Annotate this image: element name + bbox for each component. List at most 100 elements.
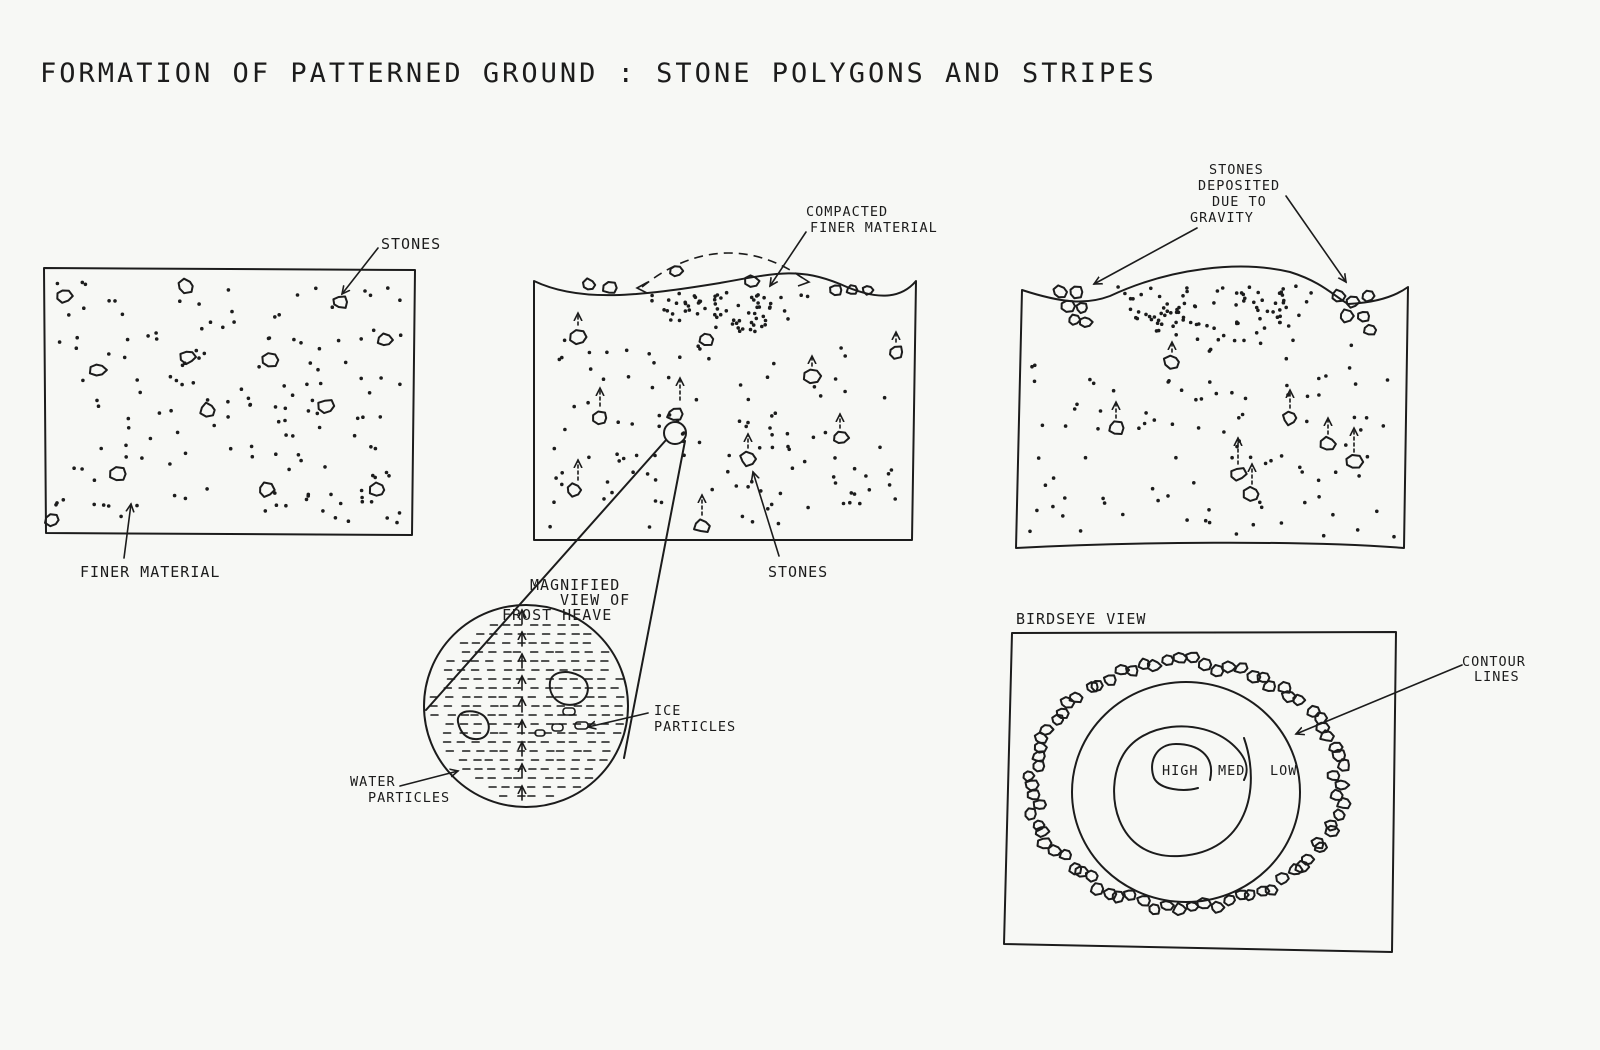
stone-shape xyxy=(88,363,108,377)
stone-shape xyxy=(1264,884,1279,896)
particle-dot xyxy=(395,520,399,525)
particle-dot xyxy=(138,390,142,395)
particle-dot xyxy=(1032,379,1037,384)
stone-shape xyxy=(666,407,684,421)
particle-dot xyxy=(360,495,364,500)
particle-dot xyxy=(369,445,373,449)
compacted-dot xyxy=(805,294,810,299)
particle-dot xyxy=(750,520,755,524)
particle-dot xyxy=(1083,455,1088,460)
particle-dot xyxy=(80,467,84,471)
stone-shape xyxy=(1059,696,1076,709)
stones-group xyxy=(1052,284,1378,502)
water-pointer-arrow xyxy=(399,771,458,787)
stone-shape xyxy=(1197,657,1213,672)
compacted-dot xyxy=(713,312,717,317)
stone-shape xyxy=(1306,704,1321,718)
particle-dot xyxy=(1324,374,1328,378)
particle-dot xyxy=(831,475,836,479)
compacted-dot xyxy=(693,295,698,300)
particle-dot xyxy=(1305,394,1310,399)
particle-dot xyxy=(552,500,556,505)
heave-arrows xyxy=(1116,342,1354,485)
particle-dot xyxy=(296,453,301,457)
particle-dot xyxy=(1199,397,1204,401)
compacted-finer-material-dots xyxy=(650,290,810,334)
particle-dot xyxy=(284,433,288,437)
stone-shape xyxy=(1161,654,1175,666)
particle-dot xyxy=(818,394,823,398)
particle-dot xyxy=(616,420,620,425)
compacted-dot xyxy=(1163,313,1167,318)
stone-shape xyxy=(1069,285,1084,300)
particle-dot xyxy=(292,337,296,342)
compacted-dot xyxy=(662,308,666,312)
compacted-dot xyxy=(737,318,742,323)
particle-dot xyxy=(1331,512,1335,517)
particle-dot xyxy=(140,456,144,460)
particle-dot xyxy=(1385,378,1390,382)
compacted-dot xyxy=(760,324,764,329)
compacted-dot xyxy=(719,296,723,300)
magnified-source-stone xyxy=(663,421,687,445)
stone-shape xyxy=(1357,311,1370,323)
stone-shape xyxy=(739,450,757,468)
particle-dot xyxy=(230,309,234,314)
stone-shape xyxy=(179,350,197,366)
stone-shape xyxy=(1022,770,1036,783)
ice-label-line-2: PARTICLES xyxy=(654,719,736,735)
particle-dot xyxy=(1355,528,1360,532)
compacted-dot xyxy=(1254,305,1259,310)
particle-dot xyxy=(1207,520,1212,525)
particle-dot xyxy=(318,381,323,386)
stone-shape xyxy=(261,352,280,368)
magnify-cone-left xyxy=(425,439,667,711)
particle-dot xyxy=(107,352,111,356)
particle-dot xyxy=(367,391,372,395)
particle-dot xyxy=(1242,338,1246,343)
stone-shape xyxy=(1185,901,1200,912)
particle-dot xyxy=(587,455,591,460)
particle-dot xyxy=(557,357,562,362)
particle-dot xyxy=(746,420,750,425)
particle-dot xyxy=(124,455,128,459)
birdseye-box xyxy=(1003,631,1397,953)
particle-dot xyxy=(1207,508,1211,512)
particle-dot xyxy=(398,298,402,303)
compacted-dot xyxy=(695,312,700,316)
particle-dot xyxy=(157,411,162,415)
deposit-label-line-3: DUE TO xyxy=(1212,194,1267,210)
particle-dot xyxy=(1317,495,1321,499)
particle-dot xyxy=(886,472,891,476)
particle-dot xyxy=(738,383,743,387)
particle-dot xyxy=(768,426,772,430)
particle-dot xyxy=(205,398,210,402)
particle-dot xyxy=(274,452,278,457)
contour-label-line-1: CONTOUR xyxy=(1462,654,1526,670)
stone-shape xyxy=(1337,758,1350,772)
compacted-dot xyxy=(749,320,754,325)
compacted-dot xyxy=(782,309,787,313)
stone-shape xyxy=(1068,862,1083,876)
particle-dot xyxy=(168,374,173,379)
stone-shape xyxy=(1068,313,1082,326)
particle-dot xyxy=(1300,470,1304,474)
particle-dot xyxy=(124,443,128,448)
stone-shape xyxy=(1024,779,1040,792)
particle-dot xyxy=(833,377,838,381)
particle-dot xyxy=(650,385,655,390)
particle-dot xyxy=(1040,423,1045,428)
particle-dot xyxy=(757,446,762,450)
particle-dot xyxy=(843,354,847,358)
stone-shape xyxy=(845,284,859,295)
particle-dot xyxy=(1194,397,1198,402)
particle-dot xyxy=(882,395,887,400)
particle-dot xyxy=(352,433,357,438)
stone-shape xyxy=(566,482,583,498)
particle-dot xyxy=(1174,455,1178,460)
compacted-dot xyxy=(730,322,735,326)
finer-material-dots xyxy=(54,280,403,525)
compacted-dot xyxy=(697,299,702,304)
stone-shape xyxy=(1242,485,1260,502)
particle-dot xyxy=(305,382,309,387)
